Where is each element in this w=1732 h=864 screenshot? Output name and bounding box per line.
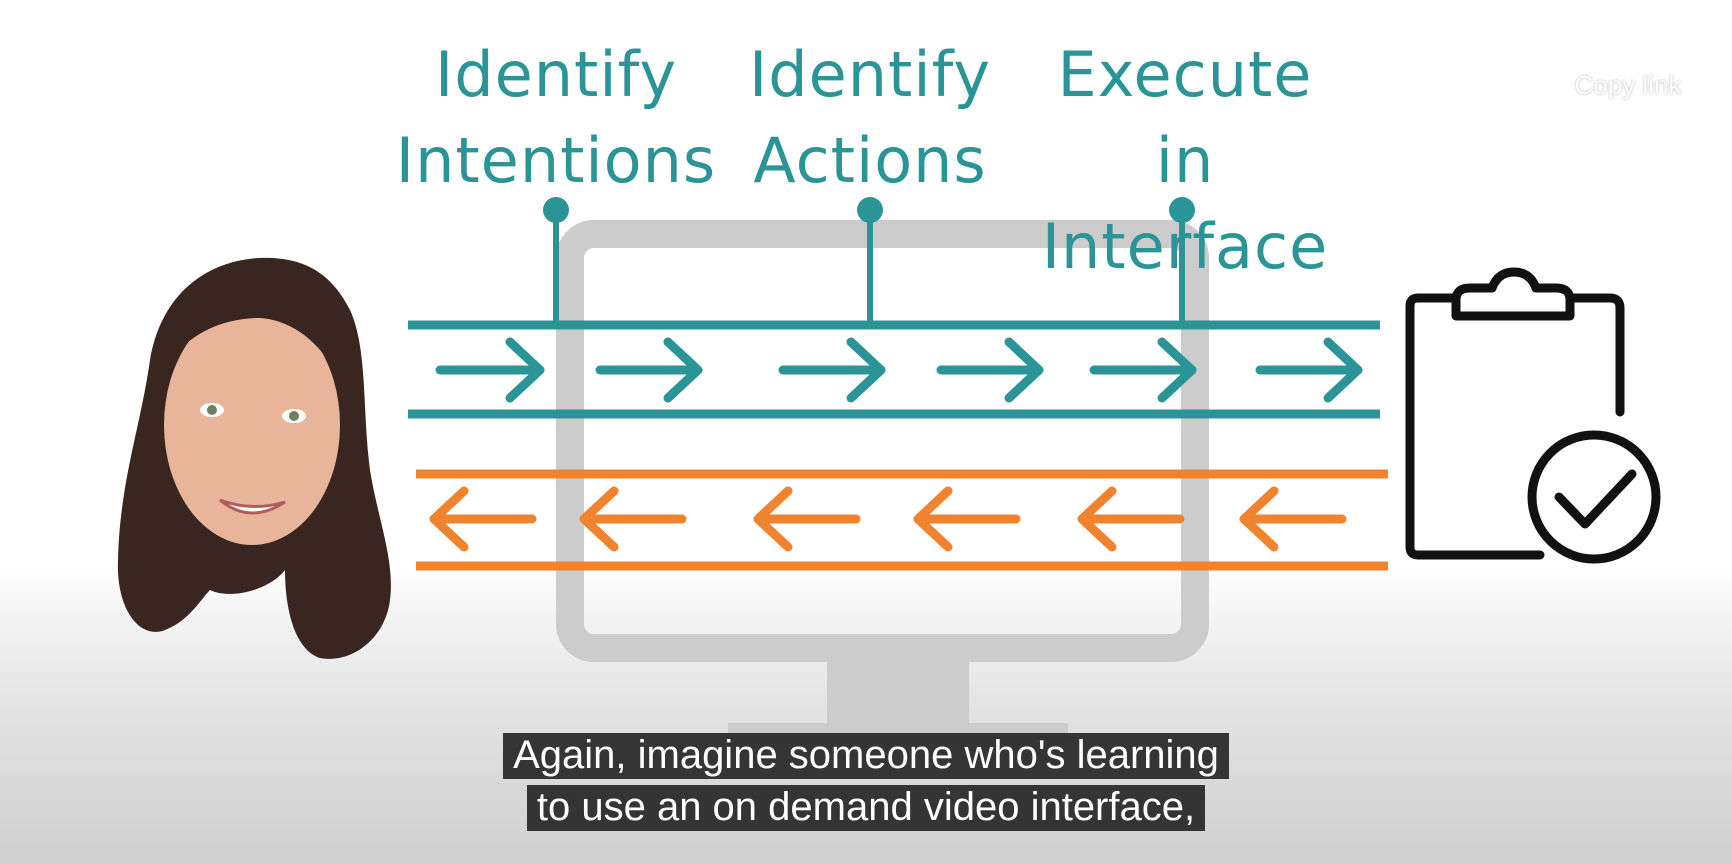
arrow-right-icon bbox=[595, 337, 703, 403]
copy-link-button[interactable]: Copy link bbox=[1568, 10, 1688, 106]
arrow-left-icon bbox=[429, 486, 537, 552]
stage-label-identify-actions: Identify Actions bbox=[748, 38, 992, 197]
monitor-icon bbox=[556, 220, 1209, 739]
arrow-right-icon bbox=[936, 337, 1044, 403]
stage-marker-dot bbox=[543, 197, 1195, 223]
clipboard-check-icon bbox=[1405, 267, 1661, 564]
presenter-photo bbox=[117, 257, 391, 659]
arrow-right-icon bbox=[1255, 337, 1363, 403]
arrow-left-icon bbox=[913, 486, 1021, 552]
caption-line-2: to use an on demand video interface, bbox=[526, 785, 1206, 831]
stage-label-execute-in-interface: Execute in Interface bbox=[1041, 38, 1329, 283]
caption-box: Again, imagine someone who's learning to… bbox=[0, 729, 1732, 833]
arrow-left-icon bbox=[1077, 486, 1185, 552]
arrow-right-icon bbox=[778, 337, 886, 403]
arrow-right-icon bbox=[435, 337, 545, 403]
stage-label-identify-intentions: Identify Intentions bbox=[395, 38, 717, 197]
arrow-left-icon bbox=[579, 486, 687, 552]
execution-bridge bbox=[408, 207, 1380, 419]
arrow-left-icon bbox=[753, 486, 861, 552]
evaluation-bridge bbox=[416, 469, 1388, 571]
arrow-right-icon bbox=[1089, 337, 1197, 403]
caption-line-1: Again, imagine someone who's learning bbox=[503, 733, 1229, 779]
copy-link-label: Copy link bbox=[1574, 70, 1682, 100]
arrow-left-icon bbox=[1239, 486, 1347, 552]
copy-icon bbox=[1609, 14, 1645, 56]
